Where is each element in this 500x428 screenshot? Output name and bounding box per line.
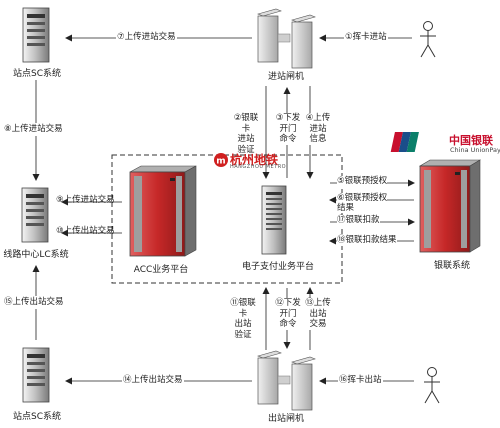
server-icon-lc <box>21 187 49 243</box>
hangzhou-metro-logo-text: 杭州地铁 <box>230 153 279 167</box>
arrow-label-14: ⑭上传出站交易 <box>122 375 184 386</box>
unionpay-logo-subtext: China UnionPay <box>450 146 500 154</box>
arrow-label-12: ⑫下发 开门 命令 <box>273 298 303 330</box>
person-icon-entry <box>420 21 436 58</box>
arrow-label-17: ⑰银联扣款 <box>337 215 380 226</box>
arrow-label-3: ③下发 开门 命令 <box>273 113 303 145</box>
arrow-label-4: ④上传 进站 信息 <box>303 113 333 145</box>
turnstile-icon-exit <box>257 350 316 411</box>
hangzhou-metro-logo-subtext: HANGZHOU METRO <box>230 164 287 170</box>
platform-boundary <box>111 154 343 284</box>
node-label-epay-platform: 电子支付业务平台 <box>241 262 314 272</box>
server-icon-epay <box>261 185 287 255</box>
server-icon-acc <box>129 165 197 257</box>
svg-text:m: m <box>216 157 225 167</box>
unionpay-card-icon <box>390 132 419 152</box>
hangzhou-metro-logo-icon: m <box>214 153 228 167</box>
arrow-label-13: ⑬上传 出站 交易 <box>303 298 333 330</box>
server-icon-unionpay <box>418 159 482 253</box>
arrow-label-10: ⑩上传出站交易 <box>56 226 115 236</box>
person-icon-exit <box>424 367 440 404</box>
server-icon-sc-top <box>22 7 50 63</box>
arrow-label-1: ①挥卡进站 <box>344 32 388 43</box>
node-label-exit-gate: 出站闸机 <box>267 414 304 424</box>
node-label-entry-gate: 进站闸机 <box>267 72 304 82</box>
arrow-label-6: ⑥银联预授权 结果 <box>337 193 388 213</box>
node-label-station-sc-top: 站点SC系统 <box>13 69 61 79</box>
arrow-label-9: ⑨上传进站交易 <box>56 195 115 205</box>
node-label-line-center-lc: 线路中心LC系统 <box>3 250 69 260</box>
arrow-label-15: ⑮上传出站交易 <box>4 296 64 309</box>
arrow-label-18: ⑱银联扣款结果 <box>337 235 397 246</box>
arrow-label-7: ⑦上传进站交易 <box>116 32 177 43</box>
arrow-label-2: ②银联卡 进站 验证 <box>233 113 259 155</box>
turnstile-icon-entry <box>257 8 316 69</box>
arrow-label-16: ⑯挥卡出站 <box>338 375 383 386</box>
arrow-label-5: ⑤银联预授权 <box>337 176 388 187</box>
unionpay-card-text: UnionPay <box>422 138 444 143</box>
arrow-label-8: ⑧上传进站交易 <box>4 123 63 136</box>
unionpay-logo-text: 中国银联 <box>449 134 493 147</box>
arrow-label-11: ⑪银联卡 出站 验证 <box>230 298 256 340</box>
node-label-unionpay-system: 银联系统 <box>433 261 470 271</box>
node-label-acc-platform: ACC业务平台 <box>133 265 189 275</box>
server-icon-sc-bottom <box>22 347 50 403</box>
node-label-station-sc-bottom: 站点SC系统 <box>13 412 61 422</box>
